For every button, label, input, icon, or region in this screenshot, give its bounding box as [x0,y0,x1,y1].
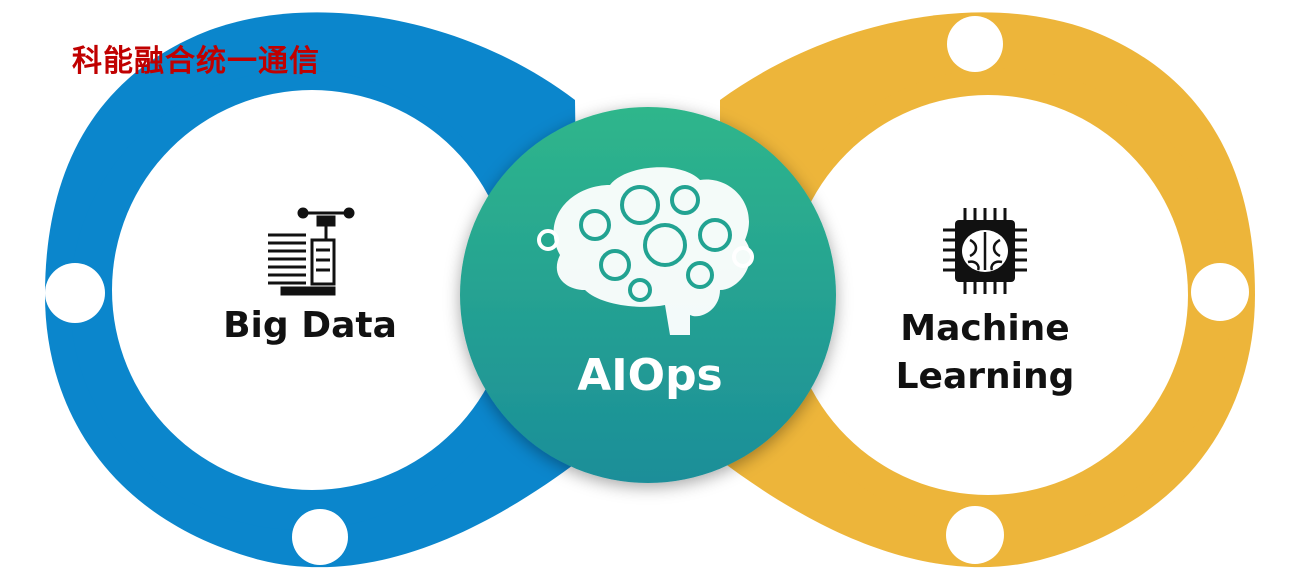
loop-dot-left [45,263,105,323]
aiops-label: AIOps [577,350,723,401]
loop-dot-bottom-right [946,506,1004,564]
right-loop [720,12,1255,568]
loop-dot-bottom-left [292,509,348,565]
left-loop [45,12,580,568]
loop-dot-right [1191,263,1249,321]
brand-title: 科能融合统一通信 [72,44,320,79]
big-data-label: Big Data [223,305,397,346]
machine-learning-label: Machine Learning [860,305,1110,401]
machine-learning-label-line2: Learning [895,356,1075,397]
machine-learning-label-line1: Machine [900,308,1070,349]
gear-brain-icon [537,167,754,335]
data-press-icon [268,207,355,296]
brain-chip-icon [943,208,1027,294]
loop-dot-top-right [947,16,1003,72]
